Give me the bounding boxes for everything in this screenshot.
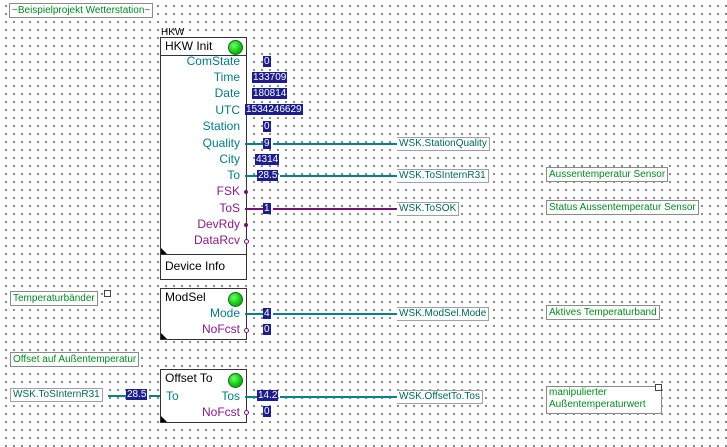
pin-datarcv[interactable]: DataRcv	[193, 233, 240, 247]
pin-fsk[interactable]: FSK	[216, 184, 240, 198]
value-mode: 4	[263, 308, 271, 319]
comment-manipulierter[interactable]: manipulierter Außentemperaturwert	[546, 386, 662, 414]
var-station-quality[interactable]: WSK.StationQuality	[397, 137, 490, 151]
value-date: 180814	[252, 88, 288, 99]
comment-temperaturbaender[interactable]: Temperaturbänder	[10, 291, 98, 306]
comment-aussentemp-sensor[interactable]: Aussentemperatur Sensor	[546, 167, 669, 182]
expand-icon[interactable]	[655, 384, 662, 391]
wire-offset-in-b	[149, 395, 160, 397]
comment-status-aussentemp[interactable]: Status Aussentemperatur Sensor	[546, 200, 699, 215]
pin-time[interactable]: Time	[213, 70, 240, 84]
pin-mode[interactable]: Mode	[209, 306, 240, 320]
project-title[interactable]: ~Beispielprojekt Wetterstation~	[9, 3, 154, 18]
wire-mode-a	[245, 313, 263, 315]
value-modsel-nofcst: 0	[263, 324, 271, 335]
var-tosintern-out[interactable]: WSK.ToSInternR31	[397, 169, 489, 183]
comment-offset-aussentemp[interactable]: Offset auf Außentemperatur	[10, 352, 140, 367]
value-to: 28.5	[257, 170, 279, 181]
block-corner-icon	[161, 248, 167, 254]
status-led-icon	[228, 40, 243, 55]
pin-station[interactable]: Station	[202, 119, 240, 133]
pin-offset-nofcst[interactable]: NoFcst	[201, 405, 240, 419]
status-led-icon	[228, 292, 243, 307]
block-corner-icon	[161, 333, 167, 339]
offset-to-title: Offset To	[165, 371, 213, 385]
pin-utc[interactable]: UTC	[215, 103, 240, 117]
wire-offset-tos	[280, 396, 397, 398]
pin-fsk-dot-icon	[244, 190, 248, 194]
pin-devrdy-dot-icon	[244, 223, 248, 227]
var-offset-to-tos[interactable]: WSK.OffsetTo.Tos	[397, 390, 483, 404]
var-tosintern-in[interactable]: WSK.ToSInternR31	[10, 388, 103, 402]
pin-quality[interactable]: Quality	[202, 136, 240, 150]
pin-modsel-nofcst[interactable]: NoFcst	[201, 322, 240, 336]
value-station: 0	[263, 121, 271, 132]
expand-icon[interactable]	[104, 290, 111, 297]
hkw-group-label: HKW	[161, 27, 185, 38]
pin-devrdy[interactable]: DevRdy	[197, 217, 240, 231]
wire-quality	[273, 143, 397, 145]
wire-to-a	[245, 175, 257, 177]
hkw-init-title: HKW Init	[165, 39, 213, 53]
wire-offset-in-a	[108, 395, 126, 397]
comment-manipulierter-line1: manipulierter	[549, 387, 607, 398]
wire-mode	[273, 313, 397, 315]
comment-manipulierter-line2: Außentemperaturwert	[549, 399, 646, 410]
pin-comstate[interactable]: ComState	[186, 54, 240, 68]
hkw-init-header: HKW Init	[161, 38, 246, 56]
value-city: 4314	[255, 154, 280, 165]
modsel-header: ModSel	[161, 289, 246, 307]
value-tos: 1	[263, 203, 271, 214]
hkw-init-block[interactable]: HKW Init	[160, 37, 247, 255]
block-corner-icon	[161, 416, 167, 422]
pin-offset-to-in[interactable]: To	[166, 389, 179, 403]
pin-offset-tos[interactable]: Tos	[221, 389, 240, 403]
status-led-icon	[228, 373, 243, 388]
wire-quality-a	[245, 143, 263, 145]
pin-datarcv-ring-icon	[244, 239, 249, 244]
offset-to-header: Offset To	[161, 370, 246, 388]
value-offset-to-in: 28.5	[126, 389, 148, 400]
comment-aktives-temperaturband[interactable]: Aktives Temperaturband	[546, 305, 660, 320]
wire-tos	[273, 208, 397, 210]
value-quality: 9	[263, 138, 271, 149]
value-offset-tos: 14.2	[257, 390, 279, 401]
pin-nofcst-ring-icon	[244, 328, 249, 333]
modsel-title: ModSel	[165, 290, 206, 304]
pin-offset-nofcst-ring-icon	[244, 410, 249, 415]
var-tosok[interactable]: WSK.ToSOK	[397, 202, 460, 216]
pin-to[interactable]: To	[227, 168, 240, 182]
value-time: 133709	[252, 72, 288, 83]
pin-date[interactable]: Date	[214, 86, 240, 100]
wire-to	[280, 175, 397, 177]
device-info-title: Device Info	[165, 259, 226, 273]
wire-tos-a	[245, 208, 263, 210]
device-info-block[interactable]: Device Info	[160, 254, 247, 280]
value-comstate: 0	[263, 56, 271, 67]
value-offset-nofcst: 0	[263, 406, 271, 417]
pin-tos[interactable]: ToS	[219, 201, 240, 215]
var-modsel-mode[interactable]: WSK.ModSel.Mode	[397, 307, 490, 321]
value-utc: 1534246629	[245, 104, 303, 115]
pin-city[interactable]: City	[219, 152, 240, 166]
wire-offset-tos-a	[245, 396, 257, 398]
